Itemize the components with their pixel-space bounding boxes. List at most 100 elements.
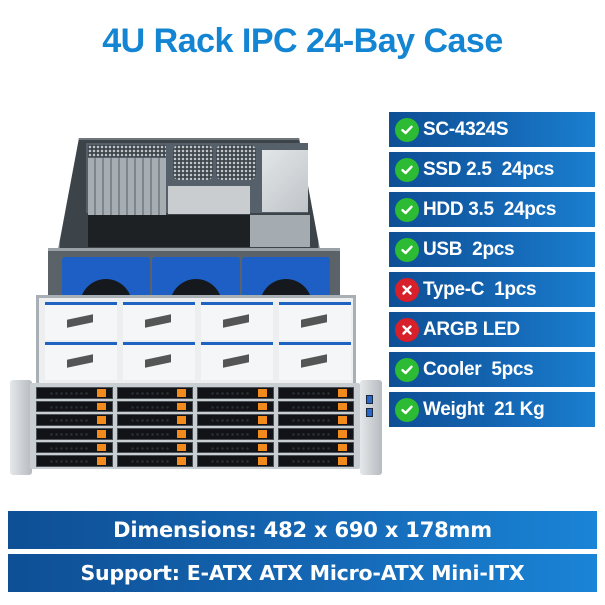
fan-icon: [242, 257, 330, 299]
check-circle-icon: [395, 197, 419, 222]
spec-label: Weight 21 Kg: [423, 398, 545, 420]
drive-tray: [197, 414, 274, 426]
check-circle-icon: [395, 157, 419, 182]
spec-badge: Cooler 5pcs: [389, 352, 595, 387]
tray-latch-icon: [177, 457, 186, 465]
tray-latch-icon: [257, 430, 267, 438]
label-diagram: [201, 302, 273, 340]
usb-port-icon: [366, 408, 373, 417]
drive-tray: [277, 428, 354, 440]
tray-latch-icon: [338, 457, 347, 465]
tray-latch-icon: [177, 443, 186, 452]
drive-tray: [277, 441, 354, 454]
drive-tray: [116, 455, 193, 467]
tray-latch-icon: [96, 389, 106, 397]
tray-latch-icon: [257, 389, 267, 397]
drive-tray: [116, 441, 193, 454]
usb-port-icon: [366, 395, 373, 404]
product-image: [0, 90, 390, 475]
label-diagram: [201, 342, 273, 380]
tray-latch-icon: [177, 430, 186, 438]
label-diagram: [123, 342, 195, 380]
tray-latch-icon: [257, 457, 267, 465]
rack-ear-right: [360, 380, 382, 475]
label-diagram: [279, 342, 351, 380]
spec-badge: SC-4324S: [389, 112, 595, 147]
spec-badge: SSD 2.5 24pcs: [389, 152, 595, 187]
spec-label: HDD 3.5 24pcs: [423, 198, 557, 220]
label-diagram: [45, 302, 117, 340]
drive-tray: [277, 414, 354, 426]
drive-tray: [197, 455, 274, 467]
spec-badge: ARGB LED: [389, 312, 595, 347]
tray-latch-icon: [338, 443, 347, 452]
drive-tray: [36, 441, 113, 454]
check-circle-icon: [395, 117, 419, 142]
motherboard-tray: [88, 215, 250, 247]
tray-latch-icon: [257, 402, 267, 411]
drive-tray: [36, 400, 113, 413]
fan-icon: [152, 257, 240, 299]
check-circle-icon: [395, 397, 419, 422]
drive-tray: [116, 387, 193, 399]
page-title: 4U Rack IPC 24-Bay Case: [102, 22, 503, 60]
instruction-label: [36, 295, 356, 383]
tray-latch-icon: [177, 402, 186, 411]
check-circle-icon: [395, 237, 419, 262]
label-diagram: [279, 302, 351, 340]
tray-latch-icon: [338, 430, 347, 438]
drive-tray: [36, 387, 113, 399]
spec-badge: USB 2pcs: [389, 232, 595, 267]
drive-tray: [197, 387, 274, 399]
spec-label: USB 2pcs: [423, 238, 515, 260]
check-circle-icon: [395, 357, 419, 382]
x-circle-icon: [395, 277, 419, 302]
tray-latch-icon: [96, 457, 106, 465]
psu-bay: [262, 150, 308, 212]
rear-vent: [88, 145, 166, 157]
tray-latch-icon: [177, 416, 186, 424]
spec-badge: Type-C 1pcs: [389, 272, 595, 307]
drive-tray: [277, 455, 354, 467]
spec-label: Cooler 5pcs: [423, 358, 534, 380]
drive-tray: [116, 414, 193, 426]
rack-ear-left: [10, 380, 32, 475]
drive-tray: [197, 400, 274, 413]
drive-tray: [277, 400, 354, 413]
tray-latch-icon: [338, 389, 347, 397]
drive-tray: [197, 428, 274, 440]
pci-slot-covers: [88, 158, 166, 216]
motherboard-support-banner: Support: E-ATX ATX Micro-ATX Mini-ITX: [8, 554, 597, 592]
drive-tray: [116, 428, 193, 440]
fan-icon: [62, 257, 150, 299]
rear-fan-grille: [216, 145, 256, 180]
fan-wall: [48, 248, 340, 299]
spec-label: Type-C 1pcs: [423, 278, 537, 300]
tray-latch-icon: [96, 443, 106, 452]
spec-label: ARGB LED: [423, 318, 520, 340]
tray-latch-icon: [257, 416, 267, 424]
rear-fan-grille: [173, 145, 213, 180]
tray-latch-icon: [338, 402, 347, 411]
tray-latch-icon: [96, 402, 106, 411]
drive-bay-grid: [36, 387, 354, 467]
tray-latch-icon: [96, 416, 106, 424]
spec-label: SC-4324S: [423, 118, 509, 140]
psu-shelf: [168, 186, 250, 214]
chassis-floor: [250, 215, 310, 247]
drive-tray: [36, 428, 113, 440]
dimensions-banner: Dimensions: 482 x 690 x 178mm: [8, 511, 597, 549]
x-circle-icon: [395, 317, 419, 342]
drive-tray: [116, 400, 193, 413]
drive-tray: [36, 414, 113, 426]
drive-tray: [197, 441, 274, 454]
label-diagram: [45, 342, 117, 380]
spec-list: SC-4324S SSD 2.5 24pcs HDD 3.5 24pcs USB…: [389, 112, 595, 432]
drive-tray: [277, 387, 354, 399]
tray-latch-icon: [96, 430, 106, 438]
spec-label: SSD 2.5 24pcs: [423, 158, 554, 180]
tray-latch-icon: [338, 416, 347, 424]
drive-tray: [36, 455, 113, 467]
tray-latch-icon: [177, 389, 186, 397]
label-diagram: [123, 302, 195, 340]
